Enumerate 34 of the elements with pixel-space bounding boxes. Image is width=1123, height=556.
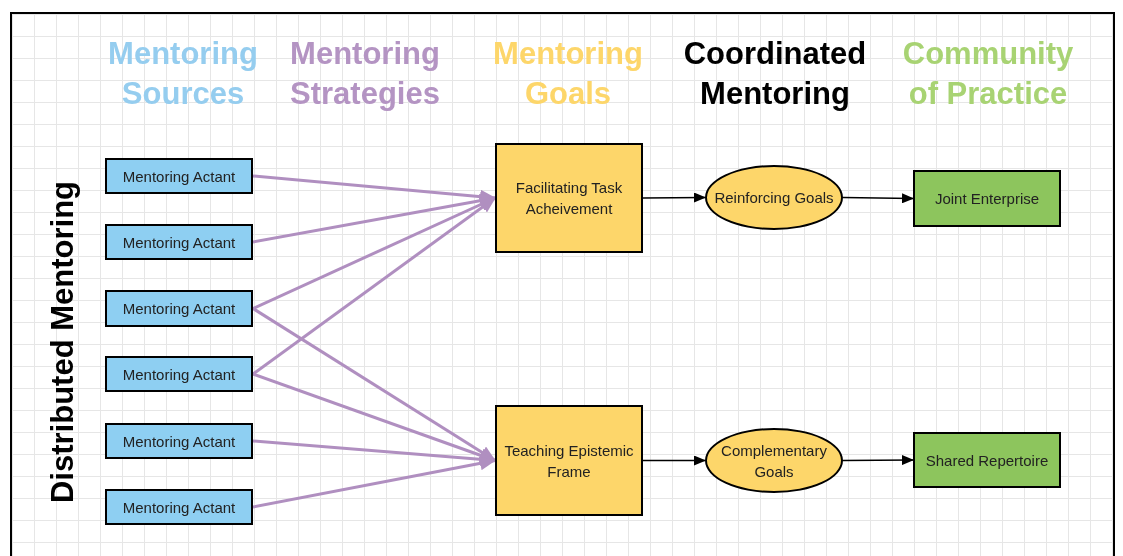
node-text: Mentoring Actant	[122, 364, 236, 385]
node-text: Mentoring Actant	[122, 299, 236, 319]
node-text: Complementary Goals	[720, 440, 828, 482]
node-text: Reinforcing Goals	[714, 188, 834, 208]
column-heading: Mentoring Strategies	[289, 35, 441, 113]
node-text: Shared Repertoire	[925, 450, 1049, 471]
arrow	[842, 455, 914, 466]
node-text: Mentoring Actant	[122, 166, 236, 187]
node-text: Mentoring Actant	[122, 497, 236, 518]
process-box	[913, 170, 1061, 227]
node-text: Facilitating Task Acheivement	[514, 178, 624, 219]
column-heading: Community of Practice	[901, 35, 1075, 113]
process-box	[495, 143, 643, 253]
column-heading: Coordinated Mentoring	[682, 35, 868, 113]
arrow	[252, 307, 496, 462]
arrow	[642, 192, 706, 203]
node-text: Teaching Epistemic Frame	[503, 440, 635, 482]
column-heading: Mentoring Sources	[107, 35, 259, 113]
process-box	[105, 224, 253, 260]
arrow	[842, 193, 914, 204]
node-text: Joint Enterprise	[934, 189, 1040, 209]
process-box	[913, 432, 1061, 488]
process-box	[105, 423, 253, 459]
arrow	[252, 456, 496, 509]
arrow	[642, 455, 706, 466]
node-text: Mentoring Actant	[122, 431, 236, 452]
process-box	[495, 405, 643, 516]
column-heading: Mentoring Goals	[492, 35, 644, 113]
process-box	[105, 489, 253, 525]
process-box	[105, 158, 253, 194]
process-box	[105, 290, 253, 327]
process-box	[105, 356, 253, 392]
node-text: Mentoring Actant	[122, 232, 236, 253]
side-heading: Distributed Mentoring	[44, 180, 81, 506]
